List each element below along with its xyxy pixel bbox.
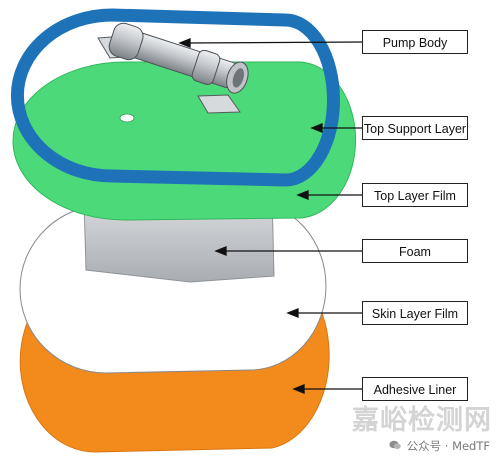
label-skin-layer-film: Skin Layer Film <box>362 301 468 325</box>
watermark-account: 公众号 · MedTF <box>389 438 490 454</box>
leader-arrows <box>178 38 363 394</box>
label-foam: Foam <box>362 239 468 263</box>
watermark-account-name: MedTF <box>452 439 490 453</box>
pump-body <box>97 22 249 114</box>
watermark-account-prefix: 公众号 · <box>406 439 449 453</box>
wechat-icon <box>389 439 401 453</box>
label-top-support-layer: Top Support Layer <box>362 116 468 140</box>
watermark-site-name: 嘉峪检测网 <box>352 405 492 436</box>
label-adhesive-liner: Adhesive Liner <box>362 377 468 401</box>
arrow-pump-body <box>185 41 363 44</box>
top-support-layer <box>10 8 340 187</box>
label-top-layer-film: Top Layer Film <box>362 183 468 207</box>
label-pump-body: Pump Body <box>362 30 468 54</box>
